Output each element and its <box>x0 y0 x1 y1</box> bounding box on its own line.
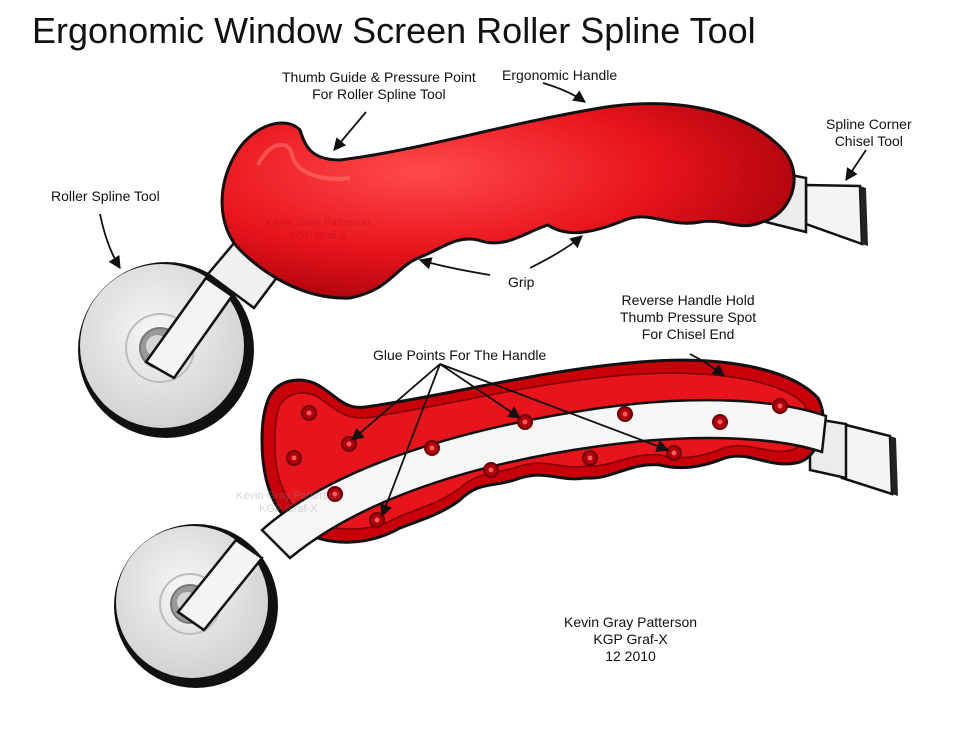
label-thumb-guide-line-1: Thumb Guide & Pressure Point <box>282 69 476 85</box>
arrow-reverse-handle <box>689 353 725 377</box>
top-ergonomic-handle <box>220 102 796 300</box>
watermark-bottom-line-1: Kevin Gray Patterson <box>236 490 341 502</box>
arrow-glue-1 <box>351 363 441 441</box>
glue-point <box>712 414 728 430</box>
label-reverse-handle-line-3: For Chisel End <box>641 326 735 342</box>
watermark-top-line-1: Kevin Gray Patterson <box>266 217 371 229</box>
glue-point <box>301 405 317 421</box>
page-title: Ergonomic Window Screen Roller Spline To… <box>32 10 756 51</box>
glue-point <box>327 486 343 502</box>
bottom-chisel-tool <box>808 416 898 496</box>
glue-point <box>517 414 533 430</box>
arrow-glue-3 <box>439 363 522 419</box>
bottom-roller-fork <box>176 538 264 632</box>
label-grip: Grip <box>508 274 535 290</box>
label-thumb-guide-line-2: For Roller Spline Tool <box>312 86 446 102</box>
label-reverse-handle-line-1: Reverse Handle Hold <box>621 292 755 308</box>
glue-point <box>286 450 302 466</box>
credit-studio: KGP Graf-X <box>593 631 668 647</box>
label-reverse-handle-line-2: Thumb Pressure Spot <box>620 309 757 325</box>
watermark-bottom-line-2: KGP Graf-X <box>259 503 318 515</box>
arrow-grip-left <box>418 257 491 276</box>
glue-point <box>666 445 682 461</box>
glue-point <box>772 398 788 414</box>
watermark-top-line-2: KGP Graf-X <box>289 230 348 242</box>
top-tool <box>78 102 868 438</box>
glue-points <box>286 398 788 528</box>
credit-block: Kevin Gray Patterson KGP Graf-X 12 2010 <box>564 614 697 665</box>
label-reverse-handle: Reverse Handle Hold Thumb Pressure Spot … <box>620 292 756 343</box>
label-ergonomic-handle: Ergonomic Handle <box>502 67 618 83</box>
label-thumb-guide: Thumb Guide & Pressure Point For Roller … <box>282 69 476 103</box>
watermark-bottom: Kevin Gray Patterson KGP Graf-X <box>236 490 341 516</box>
label-glue-points: Glue Points For The Handle <box>373 347 547 363</box>
callout-arrows <box>99 82 867 518</box>
arrow-glue-4 <box>439 363 670 452</box>
label-roller-spline: Roller Spline Tool <box>51 188 160 204</box>
arrow-roller-spline <box>99 213 121 270</box>
glue-point <box>582 450 598 466</box>
glue-point <box>617 406 633 422</box>
arrow-glue-2 <box>380 363 441 518</box>
arrow-spline-corner <box>845 149 867 182</box>
arrow-ergonomic-handle <box>542 82 587 103</box>
glue-point <box>483 462 499 478</box>
label-spline-corner-line-1: Spline Corner <box>826 116 912 132</box>
credit-date: 12 2010 <box>605 648 656 664</box>
glue-point <box>424 440 440 456</box>
bottom-tool <box>114 358 898 688</box>
watermark-top: Kevin Gray Patterson KGP Graf-X <box>266 217 371 243</box>
credit-author: Kevin Gray Patterson <box>564 614 698 630</box>
label-spline-corner: Spline Corner Chisel Tool <box>826 116 912 150</box>
label-spline-corner-line-2: Chisel Tool <box>834 133 903 149</box>
arrow-grip-right <box>529 235 583 269</box>
arrow-thumb-guide <box>333 111 367 151</box>
bottom-spline-channel <box>260 398 828 560</box>
